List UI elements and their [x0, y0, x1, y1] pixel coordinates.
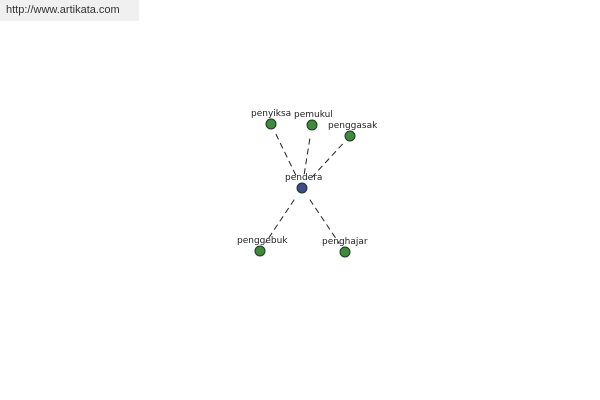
word-node[interactable]: penyiksa: [251, 109, 291, 130]
edge-line: [303, 134, 311, 175]
word-node[interactable]: penggebuk: [237, 236, 288, 257]
word-node-dot[interactable]: [254, 245, 266, 257]
edge-line: [274, 132, 297, 176]
word-node[interactable]: pemukul: [294, 110, 333, 131]
word-node[interactable]: penghajar: [322, 237, 368, 258]
center-node-dot[interactable]: [296, 182, 308, 194]
center-node-label: pendera: [285, 173, 322, 183]
word-node-label: pemukul: [294, 110, 333, 120]
word-node-dot[interactable]: [306, 119, 318, 131]
edges: [265, 132, 344, 244]
edge-line: [311, 143, 344, 179]
edge-line: [309, 199, 340, 244]
word-node-dot[interactable]: [339, 246, 351, 258]
source-url[interactable]: http://www.artikata.com: [0, 0, 139, 21]
edge-line: [265, 199, 295, 243]
word-node-dot[interactable]: [265, 118, 277, 130]
word-node-label: penyiksa: [251, 109, 291, 119]
word-node[interactable]: penggasak: [328, 121, 378, 142]
word-node-dot[interactable]: [344, 130, 356, 142]
word-node-label: penggebuk: [237, 236, 288, 246]
word-node-label: penghajar: [322, 237, 368, 247]
word-node-label: penggasak: [328, 121, 378, 131]
center-node[interactable]: pendera: [285, 173, 322, 194]
